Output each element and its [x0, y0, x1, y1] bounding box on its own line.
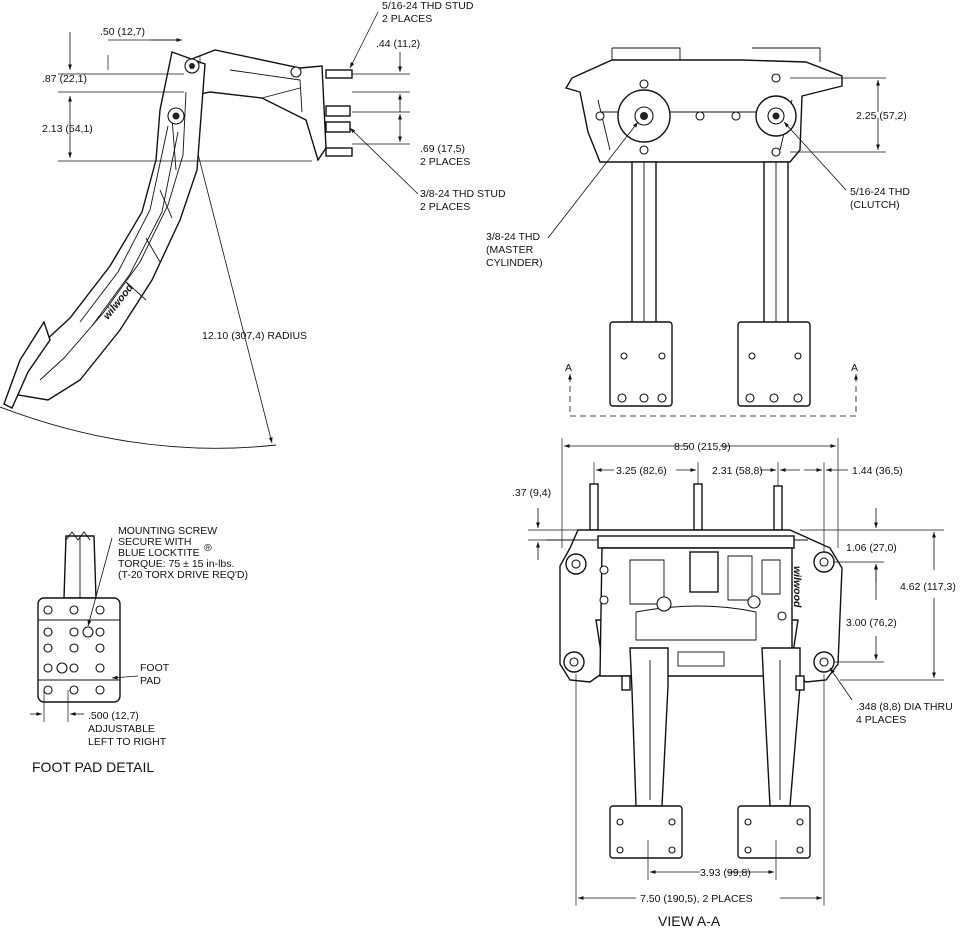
- dim-37: .37 (9,4): [512, 487, 551, 499]
- stud-38-label-1: 3/8-24 THD STUD: [420, 188, 506, 200]
- radius-leader: [187, 114, 273, 444]
- dim-231: 2.31 (58,8): [712, 465, 763, 477]
- pedal-arm: [17, 51, 206, 401]
- screw-label-2: SECURE WITH: [118, 536, 192, 548]
- plate-logo: wilwood: [791, 566, 803, 608]
- dim-325: 3.25 (82,6): [616, 465, 667, 477]
- clutch-arm-front: [761, 647, 801, 807]
- dim-44: .44 (11,2): [376, 38, 420, 50]
- top-brake-pad: [609, 321, 673, 407]
- screw-label-1: MOUNTING SCREW: [118, 525, 217, 537]
- holes-label-1: .348 (8,8) DIA THRU: [856, 701, 953, 713]
- stud-516-lower: [325, 147, 353, 157]
- aa-clutch-pad: [737, 805, 811, 859]
- mount-holes: [563, 551, 835, 673]
- stud-516-upper: [325, 69, 353, 79]
- dim-87: .87 (22,1): [42, 73, 87, 85]
- section-label-left: A: [565, 362, 572, 374]
- holes-label-2: 4 PLACES: [856, 714, 906, 726]
- pedal-swing-arc: [0, 406, 277, 449]
- dim-69-label-2: 2 PLACES: [420, 156, 470, 168]
- clutch-label-1: 5/16-24 THD: [850, 186, 910, 198]
- screw-label-4: TORQUE: 75 ± 15 in-lbs.: [118, 558, 234, 570]
- dim-225: 2.25 (57,2): [856, 110, 907, 122]
- side-view: wilwood 5/16-24 THD STUD 2 PLACES .50 (1…: [0, 0, 506, 449]
- brake-arm-front: [629, 647, 669, 807]
- dim-144: 1.44 (36,5): [852, 465, 903, 477]
- master-label-3: CYLINDER): [486, 257, 543, 269]
- dim-106: 1.06 (27,0): [846, 542, 897, 554]
- foot-pad-detail-caption: FOOT PAD DETAIL: [32, 759, 154, 775]
- adjust-label-1: .500 (12,7): [88, 710, 139, 722]
- side-foot-pad: [3, 320, 51, 409]
- foot-pad-label-2: PAD: [140, 675, 161, 687]
- clutch-label-2: (CLUTCH): [850, 199, 900, 211]
- dim-50: .50 (12,7): [100, 26, 145, 38]
- dim-750: 7.50 (190,5), 2 PLACES: [640, 893, 753, 905]
- adjust-label-3: LEFT TO RIGHT: [88, 736, 167, 748]
- dim-393: 3.93 (99,8): [700, 867, 751, 879]
- stud-516-label-2: 2 PLACES: [382, 13, 432, 25]
- stud-38-label-2: 2 PLACES: [420, 201, 470, 213]
- section-line-a: [569, 376, 857, 417]
- master-label-1: 3/8-24 THD: [486, 231, 540, 243]
- view-aa: wilwood: [512, 438, 956, 929]
- top-mount-plate: [564, 59, 843, 163]
- emblem: [656, 596, 672, 612]
- radius-label: 12.10 (307,4) RADIUS: [202, 330, 307, 342]
- master-label-2: (MASTER: [486, 244, 534, 256]
- aa-brake-pad: [609, 805, 683, 859]
- dim-850: 8.50 (215,9): [674, 441, 731, 453]
- screw-label-3: BLUE LOCKTITE: [118, 547, 200, 559]
- foot-pad-detail: MOUNTING SCREW SECURE WITH BLUE LOCKTITE…: [30, 525, 248, 775]
- screw-label-5: (T-20 TORX DRIVE REQ'D): [118, 569, 248, 581]
- dim-213: 2.13 (54,1): [42, 123, 93, 135]
- detail-pad: [37, 597, 121, 703]
- top-clutch-pad: [737, 321, 811, 407]
- dim-462: 4.62 (117,3): [900, 581, 956, 593]
- section-label-right: A: [851, 362, 858, 374]
- stud-516-label-1: 5/16-24 THD STUD: [382, 0, 474, 12]
- stud-38-upper: [325, 105, 351, 117]
- view-aa-caption: VIEW A-A: [658, 913, 721, 929]
- top-view: A A 2.25 (57,2) 5/16-24 THD (CLUTCH) 3/8…: [486, 47, 910, 417]
- stud-38-lower: [325, 121, 351, 133]
- mount-screw: [82, 626, 94, 638]
- dim-300: 3.00 (76,2): [846, 617, 897, 629]
- dim-69-label-1: .69 (17,5): [420, 143, 465, 155]
- registered-mark: ®: [204, 542, 212, 554]
- adjust-label-2: ADJUSTABLE: [88, 723, 155, 735]
- foot-pad-label-1: FOOT: [140, 662, 170, 674]
